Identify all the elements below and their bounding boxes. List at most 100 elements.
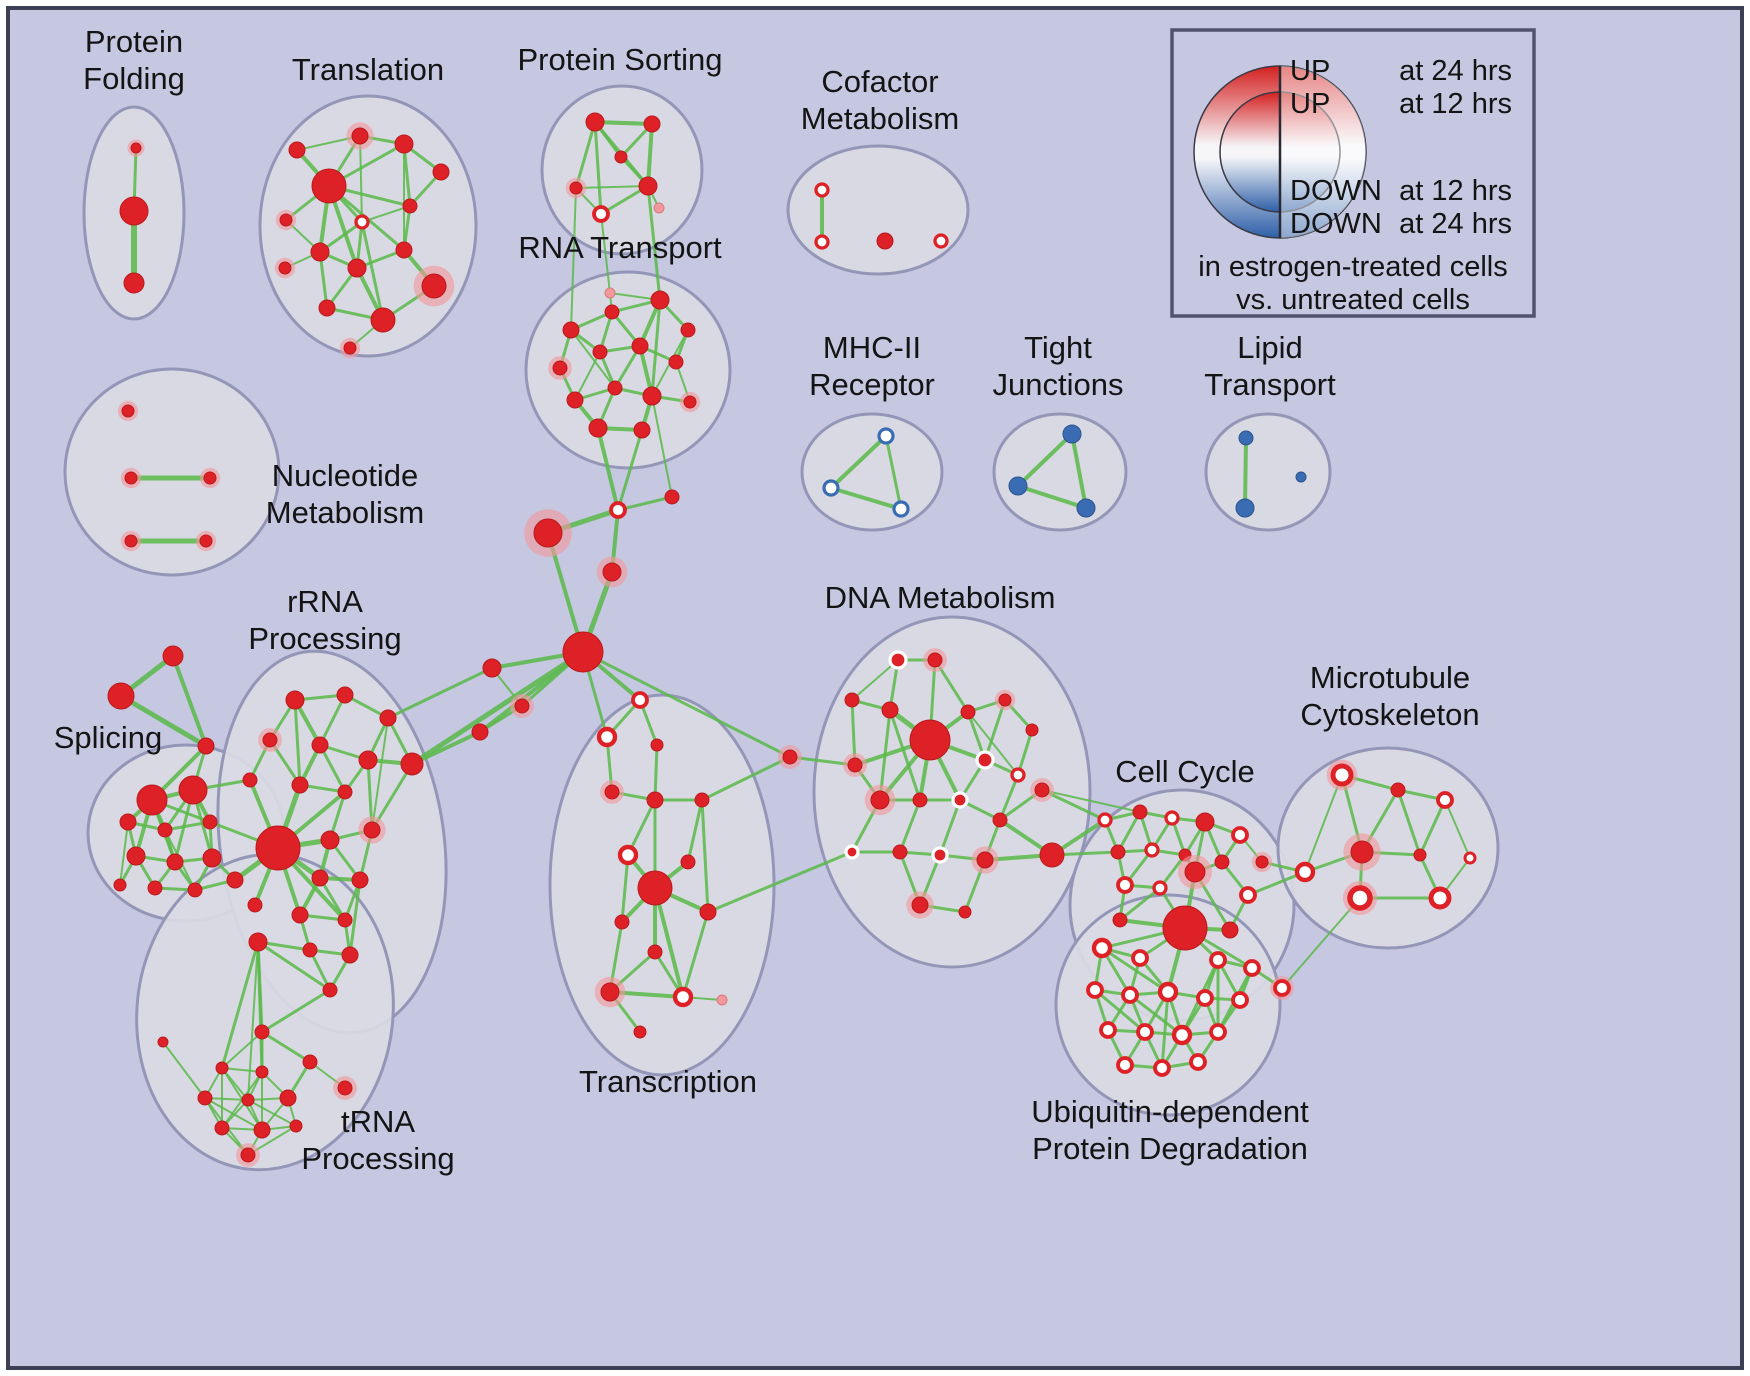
network-node-blue <box>1076 498 1096 518</box>
network-node-ring <box>1428 886 1452 910</box>
network-node-red <box>279 1089 297 1107</box>
network-node-red <box>638 176 658 196</box>
network-edge <box>620 853 630 924</box>
network-edge <box>616 428 644 512</box>
cluster-ellipse-dna-metabolism <box>812 615 1092 969</box>
network-node-red <box>642 386 662 406</box>
node-core <box>680 322 696 338</box>
node-core <box>255 825 301 871</box>
node-core <box>912 792 928 808</box>
node-core <box>552 360 568 376</box>
network-node-red <box>633 421 651 439</box>
cluster-label-line: rRNA <box>287 584 363 619</box>
node-core <box>1162 905 1208 951</box>
node-core <box>1039 842 1065 868</box>
node-core <box>126 846 146 866</box>
network-node-whitering <box>951 791 969 809</box>
node-core <box>1110 844 1126 860</box>
node-core <box>124 471 138 485</box>
network-node-halo-ring <box>1343 881 1377 915</box>
network-node-red <box>123 272 145 294</box>
node-core <box>514 698 530 714</box>
node-core <box>1132 804 1148 820</box>
node-core <box>363 821 381 839</box>
network-node-red <box>912 792 928 808</box>
network-node-red <box>588 418 608 438</box>
network-edge <box>593 120 603 216</box>
node-core <box>909 719 951 761</box>
node-core <box>123 272 145 294</box>
network-node-halo <box>596 556 628 588</box>
cluster-label-transcription: Transcription <box>579 1064 757 1099</box>
node-core <box>614 150 628 164</box>
node-core <box>927 652 943 668</box>
node-core <box>336 686 354 704</box>
node-core <box>588 418 608 438</box>
network-node-red <box>909 719 951 761</box>
network-node-red <box>395 241 413 259</box>
network-edge <box>293 698 302 787</box>
node-core <box>585 112 605 132</box>
network-node-blue-ring <box>892 500 910 518</box>
network-node-red <box>247 897 263 913</box>
node-core <box>975 750 995 770</box>
node-core <box>1136 1023 1154 1041</box>
node-core <box>354 214 370 230</box>
node-core <box>1390 782 1406 798</box>
network-edge <box>162 1041 206 1099</box>
network-edge <box>967 711 1019 776</box>
network-edge <box>260 1030 312 1064</box>
node-core <box>202 814 218 830</box>
network-edge <box>1281 897 1361 989</box>
network-node-red <box>1195 812 1215 832</box>
network-edge <box>221 1031 263 1069</box>
cluster-label-line: Cofactor <box>821 64 938 99</box>
network-node-blue-ring <box>822 479 840 497</box>
node-core <box>394 134 414 154</box>
network-node-whitering <box>888 650 908 670</box>
network-node-whitering <box>844 844 860 860</box>
network-node-halo <box>600 780 624 804</box>
network-edge <box>616 495 674 512</box>
node-core <box>1238 430 1254 446</box>
network-node-red <box>351 871 369 889</box>
node-core <box>647 944 663 960</box>
node-core <box>951 791 969 809</box>
network-node-red <box>1162 905 1208 951</box>
node-core <box>341 946 359 964</box>
cluster-label-line: Transport <box>1204 367 1336 402</box>
network-node-blue <box>1238 430 1254 446</box>
node-core <box>650 290 670 310</box>
network-edge <box>1444 799 1471 859</box>
node-core <box>1347 885 1373 911</box>
network-edge <box>318 693 347 747</box>
cluster-label-line: MHC-II <box>823 330 921 365</box>
node-core <box>892 500 910 518</box>
network-node-red <box>1214 854 1230 870</box>
node-core <box>1008 476 1028 496</box>
cluster-label-line: Protein Sorting <box>517 42 722 77</box>
network-node-red <box>289 1119 303 1133</box>
network-node-red <box>255 825 301 871</box>
network-node-red <box>680 322 696 338</box>
node-core <box>358 750 378 770</box>
node-core <box>633 1025 647 1039</box>
network-edge <box>884 434 903 511</box>
network-node-red <box>291 906 309 924</box>
cluster-label-translation: Translation <box>292 52 444 87</box>
node-core <box>310 242 330 262</box>
network-node-red <box>694 792 710 808</box>
network-node-halo <box>195 530 217 552</box>
network-node-blue <box>1295 471 1307 483</box>
network-node-halo <box>117 400 139 422</box>
network-node-halo <box>510 694 534 718</box>
network-edge <box>163 820 212 832</box>
network-edge <box>653 886 685 999</box>
network-node-ring <box>617 844 639 866</box>
network-node-red <box>241 1093 255 1107</box>
network-node-halo <box>127 139 145 157</box>
network-node-red <box>187 882 203 898</box>
